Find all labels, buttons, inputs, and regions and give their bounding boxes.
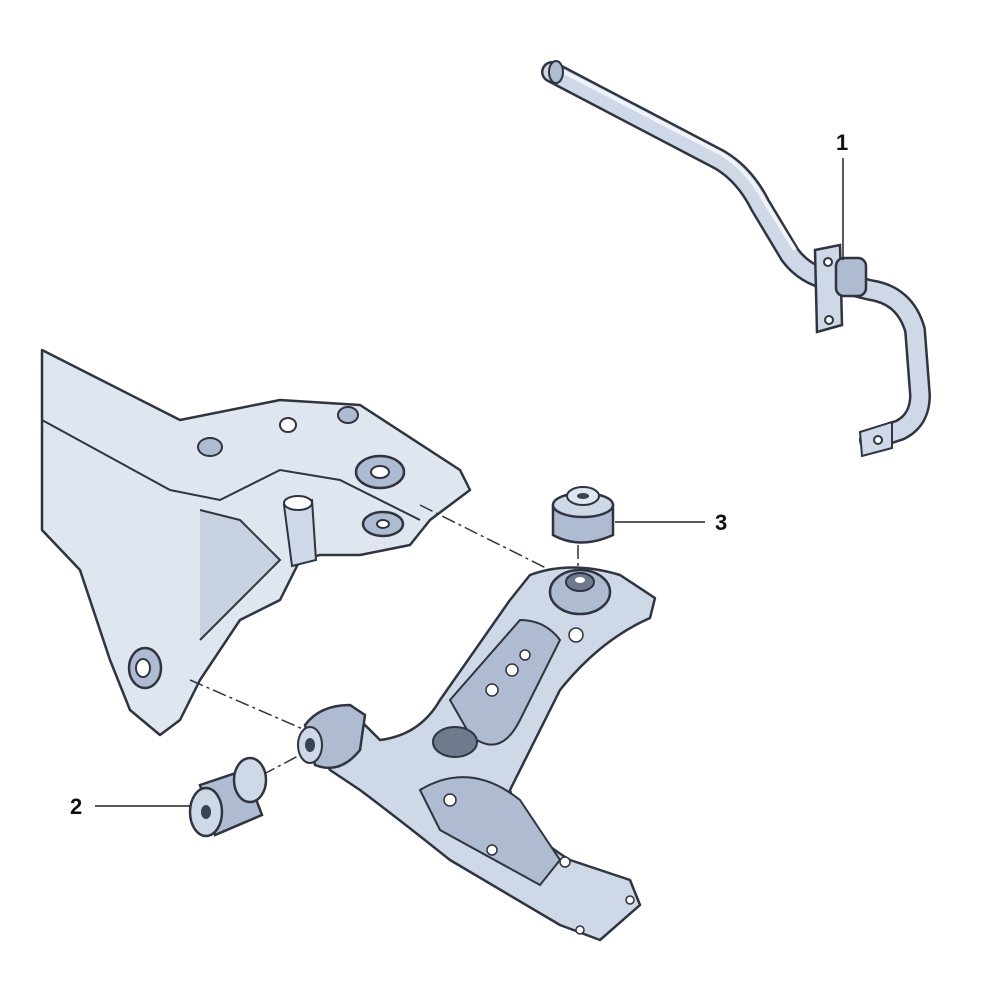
stabilizer-bar bbox=[541, 60, 932, 458]
front-bushing bbox=[188, 756, 268, 838]
leader-lines bbox=[95, 158, 844, 807]
callout-1: 1 bbox=[836, 130, 849, 155]
subframe bbox=[40, 348, 472, 737]
control-arm bbox=[297, 566, 657, 942]
callout-3: 3 bbox=[715, 510, 728, 535]
callout-2: 2 bbox=[70, 794, 83, 819]
alignment-lines bbox=[189, 504, 579, 776]
stabilizer-bushing bbox=[813, 243, 868, 334]
rear-bushing bbox=[551, 486, 615, 544]
